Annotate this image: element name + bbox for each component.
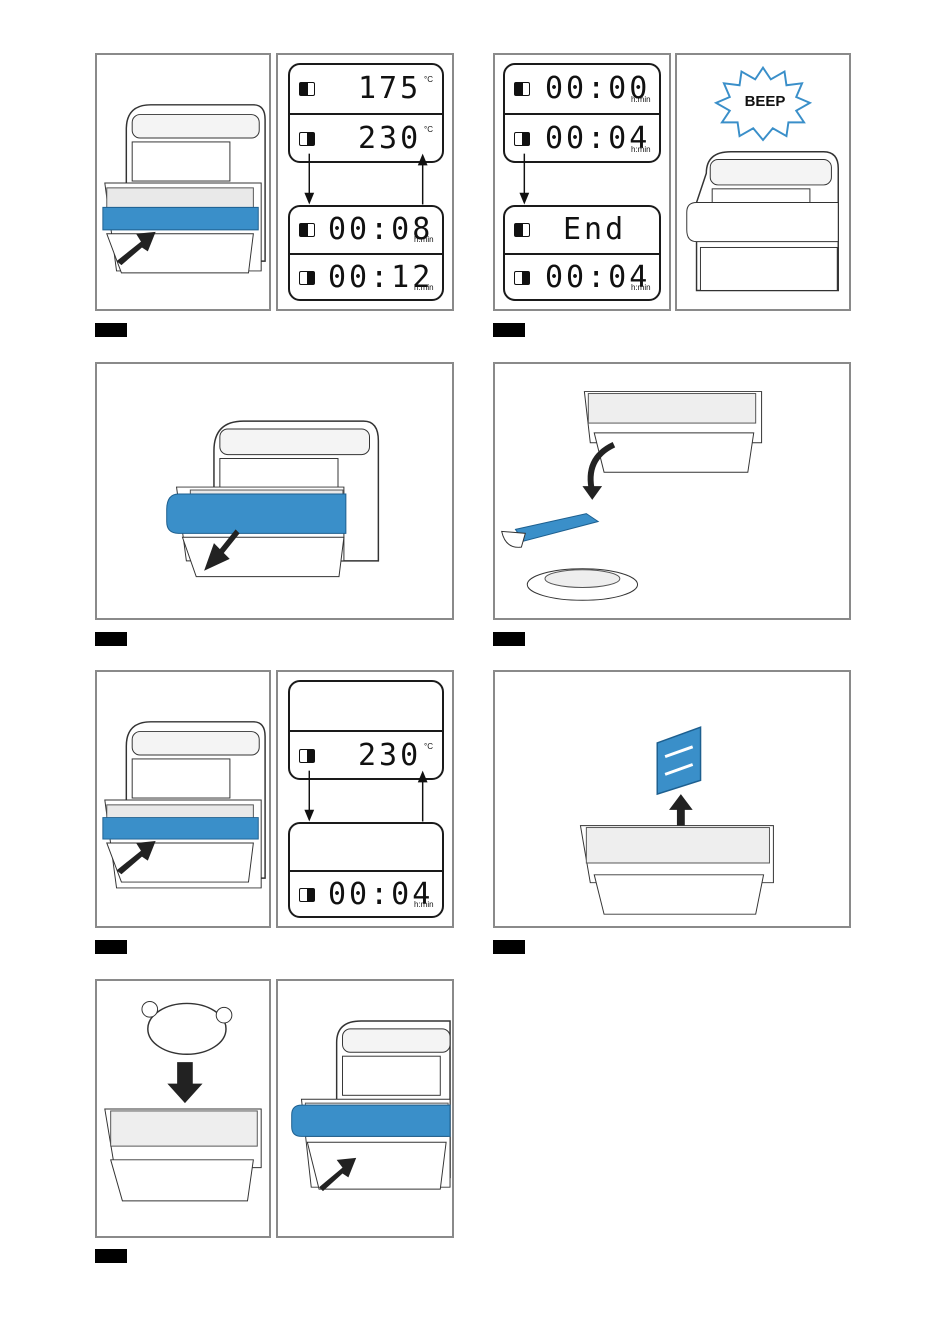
chicken-into-basket-illustration	[97, 981, 269, 1236]
down-arrow-icon	[167, 1062, 202, 1103]
figure1-illustration-panel	[95, 53, 271, 311]
figure5-illustration-panel	[95, 670, 271, 928]
right-zone-icon	[299, 888, 315, 902]
lcd-unit: °C	[424, 742, 433, 751]
lcd-value: 230	[358, 121, 421, 156]
lcd-row-bottom: 230 °C	[290, 113, 442, 163]
down-arrow-icon	[304, 810, 314, 822]
step-tag	[95, 1249, 127, 1263]
lcd-row-top: End	[505, 207, 659, 253]
lcd-display-after: 00:08 h:min 00:12 h:min	[288, 205, 444, 301]
lcd-unit: h:min	[631, 95, 651, 104]
basket-remove-insert-illustration	[495, 672, 849, 926]
lcd-unit: h:min	[414, 283, 434, 292]
figure7-push-panel	[276, 979, 454, 1238]
lcd-display-after: 00:04 h:min	[288, 822, 444, 918]
right-zone-icon	[299, 271, 315, 285]
lcd-unit: h:min	[414, 900, 434, 909]
airfryer-push-drawer-illustration	[278, 981, 452, 1236]
lcd-row-top: 00:08 h:min	[290, 207, 442, 253]
airfryer-push-drawer-illustration	[97, 55, 269, 309]
lcd-display-after: End 00:04 h:min	[503, 205, 661, 301]
airfryer-push-drawer-illustration	[97, 672, 269, 926]
lcd-row-bottom: 00:04 h:min	[505, 253, 659, 301]
right-zone-icon	[299, 749, 315, 763]
lcd-row-bottom: 230 °C	[290, 730, 442, 780]
right-zone-icon	[514, 132, 530, 146]
figure6-remove-insert-panel	[493, 670, 851, 928]
step-tag	[493, 940, 525, 954]
airfryer-pull-drawer-illustration	[97, 364, 452, 618]
step-tag	[95, 632, 127, 646]
figure5-display-panel: 230 °C 00:04 h:min	[276, 670, 454, 928]
step-tag	[95, 323, 127, 337]
beep-label: BEEP	[735, 93, 795, 110]
lcd-row-top: 175 °C	[290, 65, 442, 113]
down-arrow-icon	[304, 193, 314, 205]
left-zone-icon	[299, 82, 315, 96]
lcd-row-top	[290, 682, 442, 730]
tongs-icon	[502, 514, 598, 548]
figure2-beep-panel: BEEP	[675, 53, 851, 311]
figure4-serve-panel	[493, 362, 851, 620]
left-zone-icon	[514, 82, 530, 96]
up-arrow-icon	[669, 794, 693, 829]
lcd-unit: h:min	[631, 283, 651, 292]
lcd-value: End	[563, 212, 626, 247]
step-tag	[493, 323, 525, 337]
lcd-display: 175 °C 230 °C	[288, 63, 444, 163]
lcd-row-top: 00:00 h:min	[505, 65, 659, 113]
lcd-unit: °C	[424, 75, 433, 84]
lcd-row-bottom: 00:12 h:min	[290, 253, 442, 301]
right-zone-icon	[514, 271, 530, 285]
lcd-value: 230	[358, 738, 421, 773]
lcd-unit: °C	[424, 125, 433, 134]
lcd-value: 175	[358, 71, 421, 106]
figure3-pull-drawer-panel	[95, 362, 454, 620]
figure7-chicken-panel	[95, 979, 271, 1238]
chicken-icon	[142, 1001, 232, 1054]
lcd-unit: h:min	[631, 145, 651, 154]
lcd-row-bottom: 00:04 h:min	[505, 113, 659, 163]
down-arrow-icon	[519, 193, 529, 205]
figure1-display-panel: 175 °C 230 °C 00:08 h:min 00:12 h:min	[276, 53, 454, 311]
lcd-row-top	[290, 824, 442, 870]
left-zone-icon	[514, 223, 530, 237]
lcd-unit: h:min	[414, 235, 434, 244]
lcd-display: 00:00 h:min 00:04 h:min	[503, 63, 661, 163]
step-tag	[493, 632, 525, 646]
lcd-row-bottom: 00:04 h:min	[290, 870, 442, 918]
right-zone-icon	[299, 132, 315, 146]
left-zone-icon	[299, 223, 315, 237]
lcd-display: 230 °C	[288, 680, 444, 780]
basket-serve-illustration	[495, 364, 849, 618]
step-tag	[95, 940, 127, 954]
figure2-display-panel: 00:00 h:min 00:04 h:min End 00:04 h:min	[493, 53, 671, 311]
